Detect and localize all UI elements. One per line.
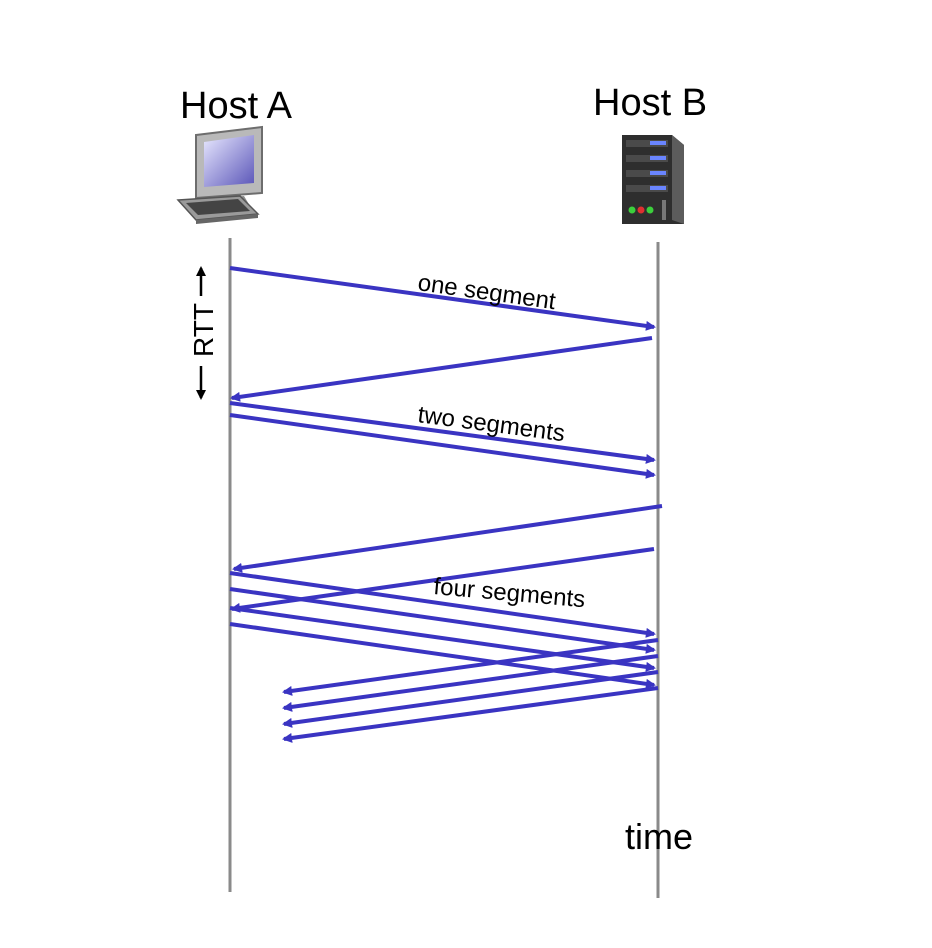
ack-arrow (282, 654, 659, 712)
time-label: time (625, 816, 693, 857)
ack-arrow (230, 336, 653, 402)
segment-arrow (229, 622, 656, 689)
rtt-label: RTT (188, 303, 219, 357)
two-segments-label: two segments (416, 401, 566, 447)
segment-arrow (229, 401, 656, 464)
segment-arrow (229, 587, 656, 654)
segment-arrow (229, 571, 656, 638)
rtt-indicator: RTT (188, 266, 219, 400)
one-segment-label: one segment (416, 269, 557, 315)
ack-arrow (282, 670, 659, 728)
host-a-label: Host A (180, 85, 293, 127)
segment-arrow (229, 266, 656, 331)
desktop-computer-icon (176, 125, 263, 224)
host-b-label: Host B (593, 82, 707, 124)
segment-arrow (229, 413, 656, 479)
server-tower-icon (622, 135, 684, 224)
segment-arrow (229, 606, 656, 672)
ack-arrow (282, 686, 659, 743)
ack-arrow (282, 638, 659, 696)
ack-arrow (232, 504, 663, 573)
